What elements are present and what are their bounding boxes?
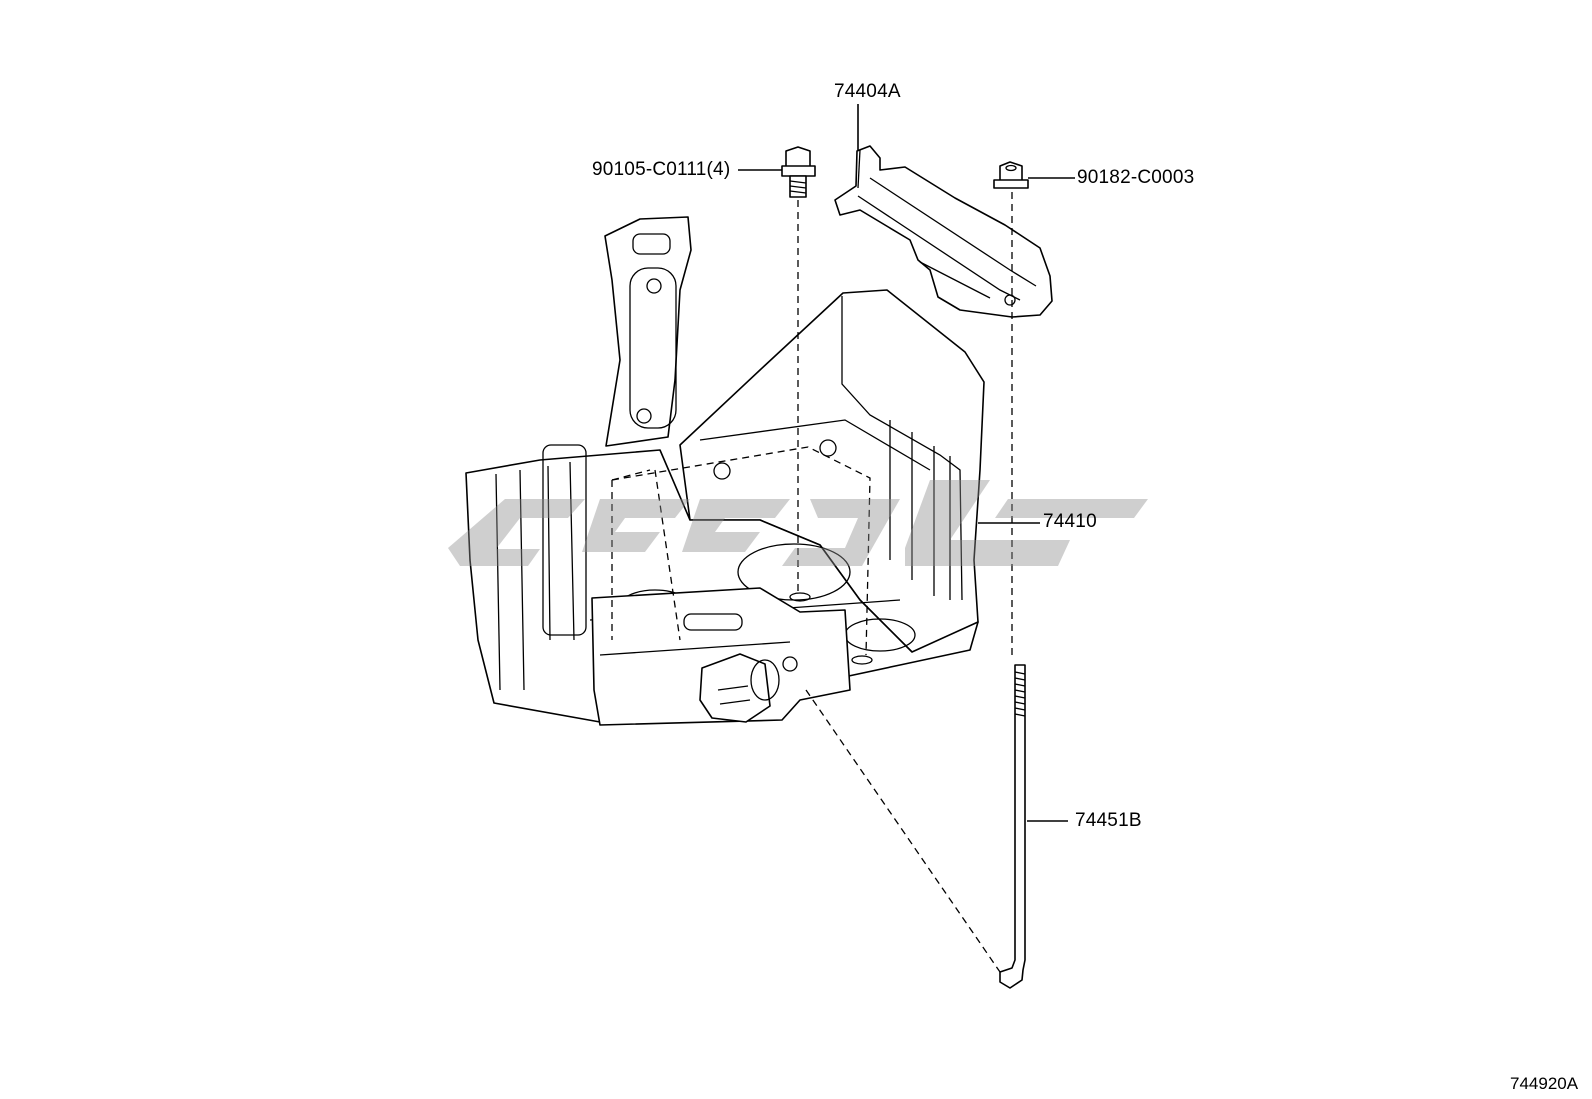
nut-illustration xyxy=(993,161,1029,189)
callout-bolt-90105-C0111: 90105-C0111(4) xyxy=(592,159,731,180)
callout-74404A: 74404A xyxy=(834,81,901,102)
bracket-74404A-illustration xyxy=(834,145,1053,318)
watermark-logo xyxy=(448,480,1148,566)
leader-lines xyxy=(738,104,1075,822)
figure-number: 744920A xyxy=(1510,1074,1579,1093)
rod-74451B-illustration xyxy=(999,664,1026,989)
callout-rod-74451B: 74451B xyxy=(1075,810,1142,831)
bolt-illustration xyxy=(781,146,816,198)
callout-tray-74410: 74410 xyxy=(1043,511,1097,532)
assembly-guide-lines xyxy=(611,192,1013,973)
callout-nut-90182-C0003: 90182-C0003 xyxy=(1077,167,1195,188)
battery-tray-illustration xyxy=(465,216,985,726)
